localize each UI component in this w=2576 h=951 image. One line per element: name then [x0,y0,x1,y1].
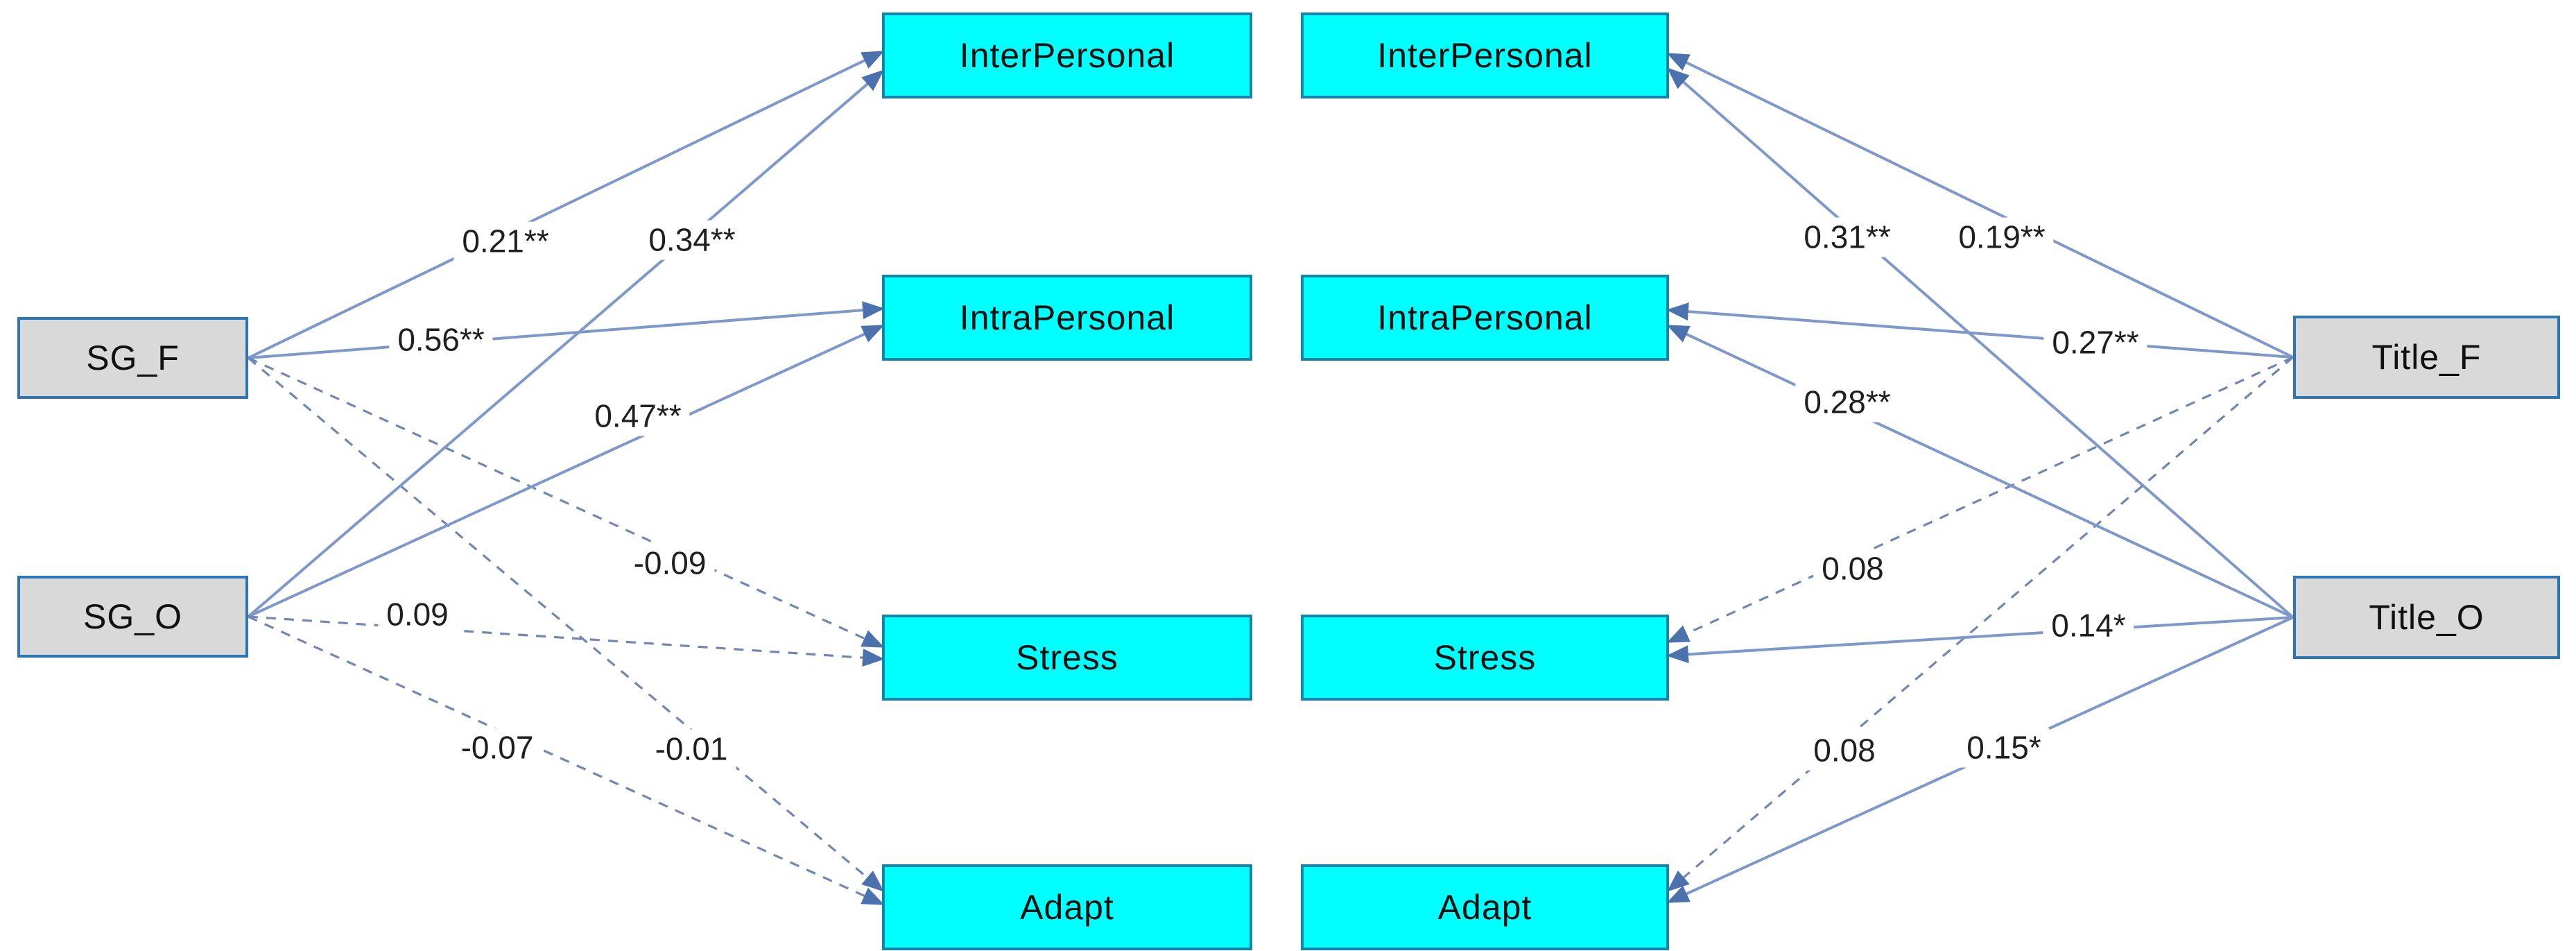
coefficient-label: -0.01 [646,729,736,769]
node-label: Stress [1433,638,1537,677]
path-title-f-interpersonal [1666,53,2294,359]
path-sg-o-stress [248,615,885,667]
path-sg-o-intrapersonal [248,325,885,618]
node-label: Title_F [2371,338,2482,377]
coefficient-label: -0.09 [625,543,715,583]
node-label: Adapt [1437,888,1532,927]
path-title-f-stress [1666,356,2294,643]
node-interpersonal-left: InterPersonal [882,12,1252,98]
node-adapt-left: Adapt [882,864,1252,950]
node-stress-left: Stress [882,615,1252,701]
node-sg-o: SG_O [17,576,248,658]
node-interpersonal-right: InterPersonal [1301,12,1669,98]
path-sg-f-adapt [247,357,885,892]
path-title-o-stress [1666,616,2294,664]
coefficient-label: 0.09 [378,594,457,635]
node-label: IntraPersonal [1377,298,1593,337]
node-title-o: Title_O [2293,576,2560,659]
node-stress-right: Stress [1301,615,1669,701]
node-label: Title_O [2369,598,2484,637]
node-intrapersonal-left: IntraPersonal [882,275,1252,361]
path-title-o-intrapersonal [1666,325,2294,619]
coefficient-label: 0.21** [453,221,557,262]
node-label: SG_O [83,597,182,636]
coefficient-label: 0.14* [2043,606,2134,646]
node-label: SG_F [86,339,180,377]
path-sg-f-intrapersonal [248,301,885,359]
node-label: Adapt [1020,888,1114,927]
coefficient-label: -0.07 [452,728,542,768]
path-title-o-interpersonal [1666,67,2294,619]
node-sg-f: SG_F [17,317,248,399]
path-sg-o-adapt [248,615,885,905]
node-title-f: Title_F [2293,316,2560,399]
node-intrapersonal-right: IntraPersonal [1301,275,1669,361]
coefficient-label: 0.15* [1958,728,2050,768]
coefficient-label: 0.47** [586,396,690,436]
coefficient-label: 0.08 [1813,549,1892,589]
node-label: InterPersonal [1377,36,1593,75]
path-sg-f-interpersonal [248,51,885,359]
node-label: IntraPersonal [959,298,1175,337]
node-adapt-right: Adapt [1301,864,1669,950]
coefficient-label: 0.08 [1805,730,1884,771]
path-sg-f-stress [248,357,885,648]
coefficient-label: 0.27** [2043,323,2147,363]
coefficient-label: 0.31** [1795,217,1899,257]
coefficient-label: 0.34** [640,220,744,260]
path-sg-o-interpersonal [247,69,885,618]
node-label: InterPersonal [959,36,1175,75]
node-label: Stress [1016,638,1118,677]
path-title-f-intrapersonal [1666,302,2294,359]
coefficient-label: 0.56** [389,320,493,360]
coefficient-label: 0.19** [1950,217,2054,257]
coefficient-label: 0.28** [1795,382,1899,422]
